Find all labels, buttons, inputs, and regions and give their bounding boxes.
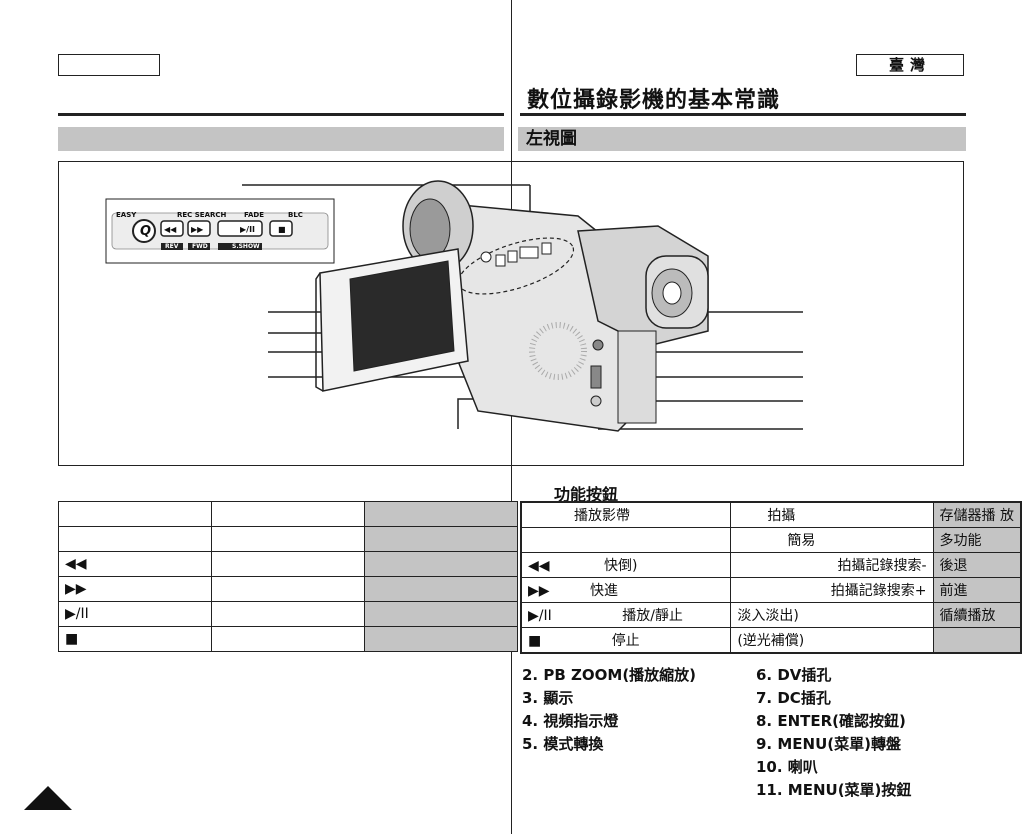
blc-label: BLC [288, 211, 303, 219]
table-cell [364, 626, 518, 652]
q-label: Q [140, 224, 152, 239]
left-function-table: ◀◀ ▶▶ ▶/II ■ [58, 501, 518, 652]
header-camera: 拍攝 [730, 501, 934, 528]
sshow-label: S.SHOW [232, 243, 260, 250]
table-row: ◀◀ [58, 551, 518, 577]
table-cell: 拍攝記錄搜索+ [730, 577, 934, 603]
rev-label: REV [165, 243, 179, 250]
parts-list-left: 2. PB ZOOM(播放縮放) 3. 顯示 4. 視頻指示燈 5. 模式轉換 [522, 664, 696, 756]
table-row: ■ 停止 (逆光補償) [520, 627, 1022, 654]
blc-button-icon [269, 220, 293, 237]
table-cell: (逆光補償) [730, 627, 934, 654]
list-item: 5. 模式轉換 [522, 735, 604, 753]
table-cell: 簡易 [730, 527, 934, 553]
language-tab-right: 臺灣 [856, 54, 964, 76]
table-cell [520, 527, 732, 553]
ff-icon: ▶▶ [58, 576, 212, 602]
page-marker-triangle-icon [24, 786, 72, 810]
table-header-row: 播放影帶 拍攝 存儲器播 放 [520, 501, 1022, 528]
rew-icon: ◀◀ [528, 558, 550, 574]
section-title: 左視圖 [518, 127, 966, 151]
list-item: 11. MENU(菜單)按鈕 [756, 781, 912, 799]
table-row: ▶▶ [58, 576, 518, 602]
table-cell: 前進 [932, 577, 1022, 603]
table-cell [58, 501, 212, 527]
table-cell [364, 576, 518, 602]
list-item: 7. DC插孔 [756, 689, 831, 707]
table-cell: ▶▶ 快進 [520, 577, 732, 603]
list-item: 10. 喇叭 [756, 758, 818, 776]
table-row [58, 526, 518, 552]
table-cell [211, 601, 365, 627]
camcorder-illustration [105, 180, 803, 432]
title-rule-left [58, 113, 504, 116]
table-cell: 循續播放 [932, 602, 1022, 628]
table-cell [211, 526, 365, 552]
rec-search-label: REC SEARCH [177, 211, 227, 219]
language-tab-left [58, 54, 160, 76]
table-cell: ■ 停止 [520, 627, 732, 654]
table-row: ▶▶ 快進 拍攝記錄搜索+ 前進 [520, 577, 1022, 603]
table-cell [364, 551, 518, 577]
table-cell: 後退 [932, 552, 1022, 578]
camcorder-figure [58, 161, 964, 466]
list-item: 9. MENU(菜單)轉盤 [756, 735, 901, 753]
easy-q-button-icon [132, 219, 156, 243]
table-row: 簡易 多功能 [520, 527, 1022, 553]
parts-list-right: 6. DV插孔 7. DC插孔 8. ENTER(確認按鈕) 9. MENU(菜… [756, 664, 911, 802]
list-item: 2. PB ZOOM(播放縮放) [522, 666, 697, 684]
list-item: 8. ENTER(確認按鈕) [756, 712, 906, 730]
rew-button-icon [160, 220, 184, 237]
play-pause-button-label: ▶/II [240, 225, 256, 234]
list-item: 3. 顯示 [522, 689, 574, 707]
rew-button-label: ◀◀ [164, 225, 177, 234]
ff-icon: ▶▶ [528, 583, 550, 599]
table-cell: ▶/II 播放/靜止 [520, 602, 732, 628]
ff-button-label: ▶▶ [191, 225, 204, 234]
header-memory-playback: 存儲器播 放 [932, 501, 1022, 528]
function-heading: 功能按鈕 [554, 485, 619, 504]
table-cell [211, 576, 365, 602]
table-row: ◀◀ 快倒) 拍攝記錄搜索- 後退 [520, 552, 1022, 578]
table-cell [364, 601, 518, 627]
play-pause-icon: ▶/II [58, 601, 212, 627]
title-rule-right [520, 113, 966, 116]
fade-label: FADE [244, 211, 264, 219]
table-cell: 淡入淡出) [730, 602, 934, 628]
blc-button-label: ■ [278, 225, 286, 234]
stop-icon: ■ [58, 626, 212, 652]
table-cell [211, 501, 365, 527]
table-cell [211, 626, 365, 652]
header-tape-playback: 播放影帶 [520, 501, 732, 528]
table-cell [364, 526, 518, 552]
easy-label: EASY [116, 211, 137, 219]
play-pause-button-icon [217, 220, 263, 237]
table-row: ■ [58, 626, 518, 652]
table-cell: ◀◀ 快倒) [520, 552, 732, 578]
section-bar-left [58, 127, 504, 151]
table-cell [211, 551, 365, 577]
table-cell [932, 627, 1022, 654]
fwd-label: FWD [192, 243, 208, 250]
ff-button-icon [187, 220, 211, 237]
rew-icon: ◀◀ [58, 551, 212, 577]
table-cell [364, 501, 518, 527]
table-cell: 多功能 [932, 527, 1022, 553]
lcd-screen [349, 260, 455, 372]
page-divider [511, 0, 512, 834]
stop-icon: ■ [528, 633, 542, 649]
table-row [58, 501, 518, 527]
table-row: ▶/II 播放/靜止 淡入淡出) 循續播放 [520, 602, 1022, 628]
right-function-table: 播放影帶 拍攝 存儲器播 放 簡易 多功能 ◀◀ 快倒) 拍攝記錄搜索- 後退 … [520, 501, 1022, 654]
page-title: 數位攝錄影機的基本常識 [527, 88, 781, 113]
table-cell: 拍攝記錄搜索- [730, 552, 934, 578]
list-item: 6. DV插孔 [756, 666, 832, 684]
play-pause-icon: ▶/II [528, 608, 552, 624]
table-cell [58, 526, 212, 552]
table-row: ▶/II [58, 601, 518, 627]
list-item: 4. 視頻指示燈 [522, 712, 619, 730]
